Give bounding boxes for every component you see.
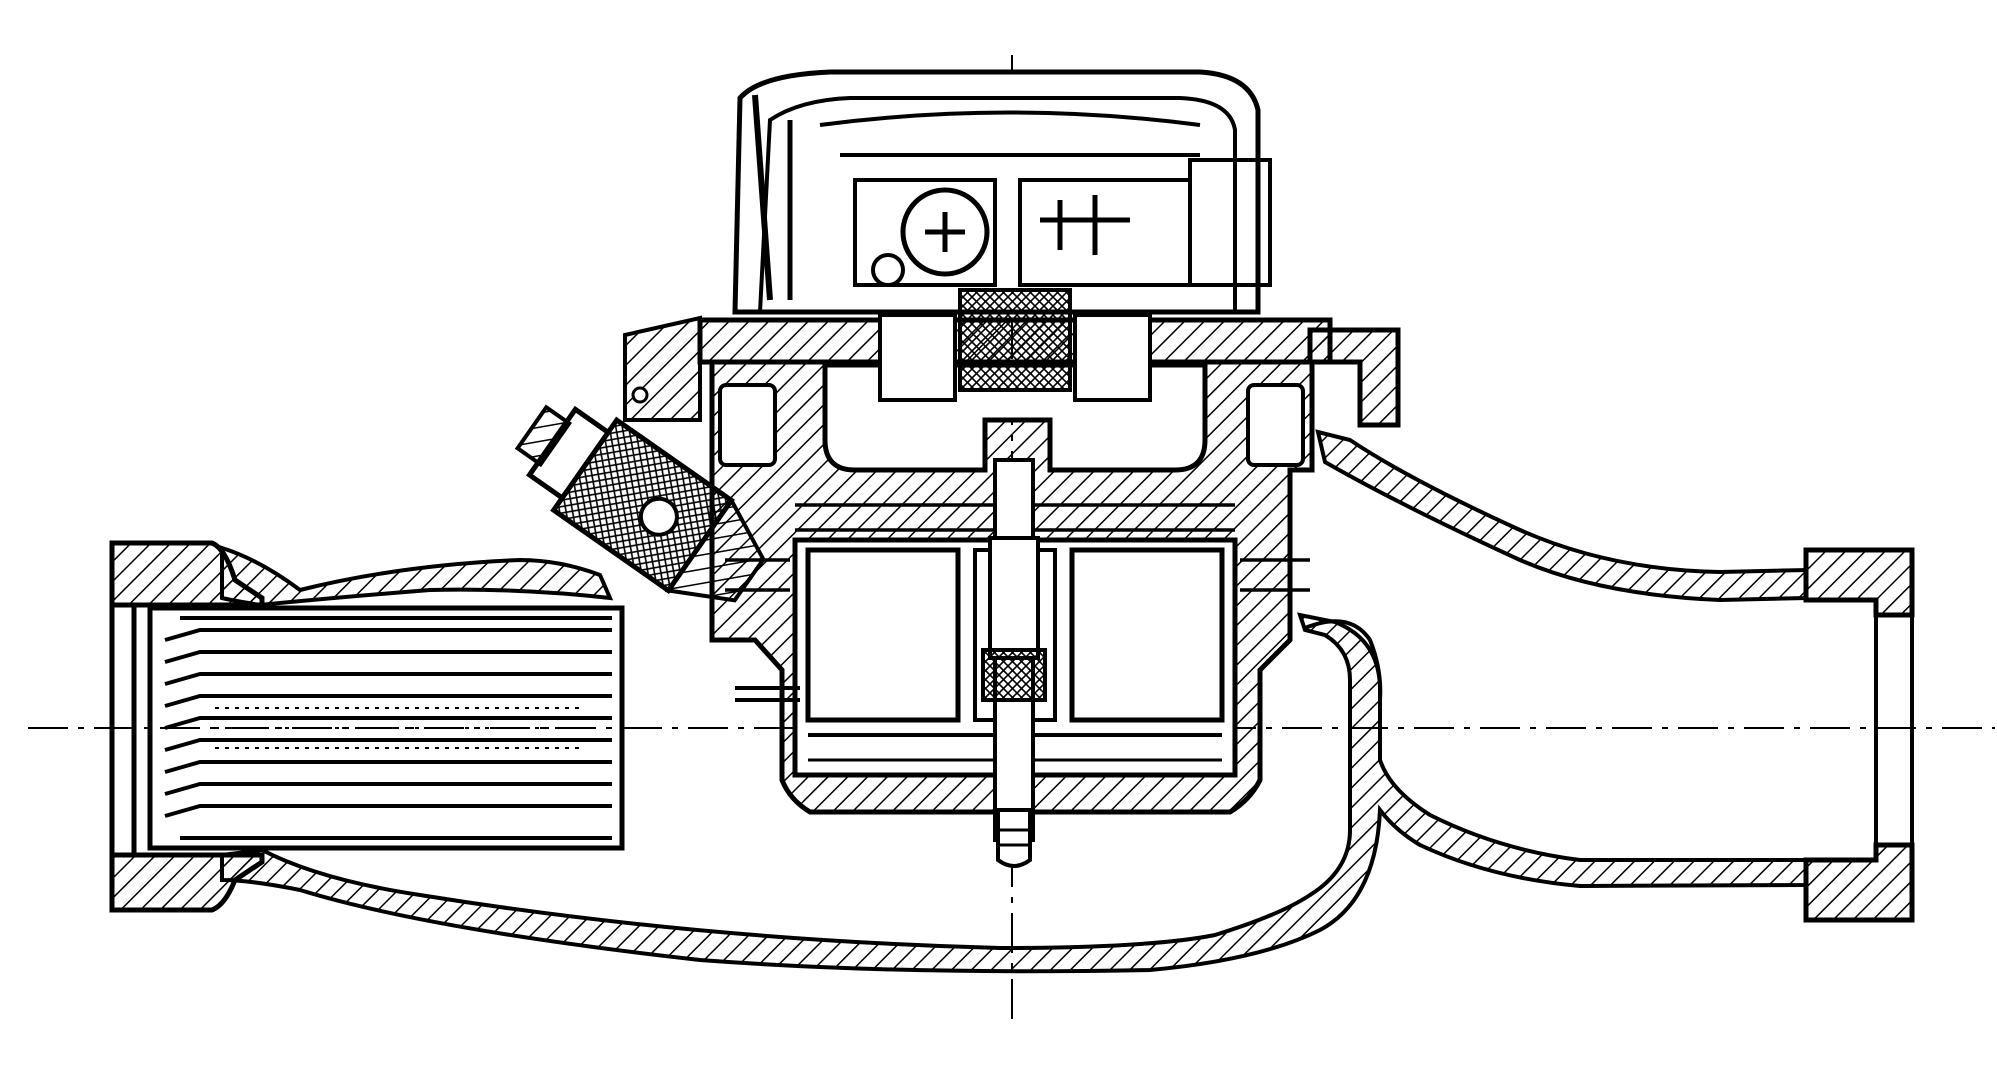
register-dial	[871, 187, 1130, 287]
regulating-screw-plug	[514, 404, 766, 603]
center-shaft	[981, 458, 1047, 868]
drain-adjustment-screw	[623, 315, 702, 422]
counter-register-head	[697, 69, 1401, 428]
inlet-strainer	[147, 605, 625, 851]
inlet-fitting	[109, 540, 265, 913]
outlet-fitting	[1803, 547, 1915, 923]
pipe-body-lower	[220, 612, 1808, 974]
bypass-duct	[735, 619, 1383, 702]
